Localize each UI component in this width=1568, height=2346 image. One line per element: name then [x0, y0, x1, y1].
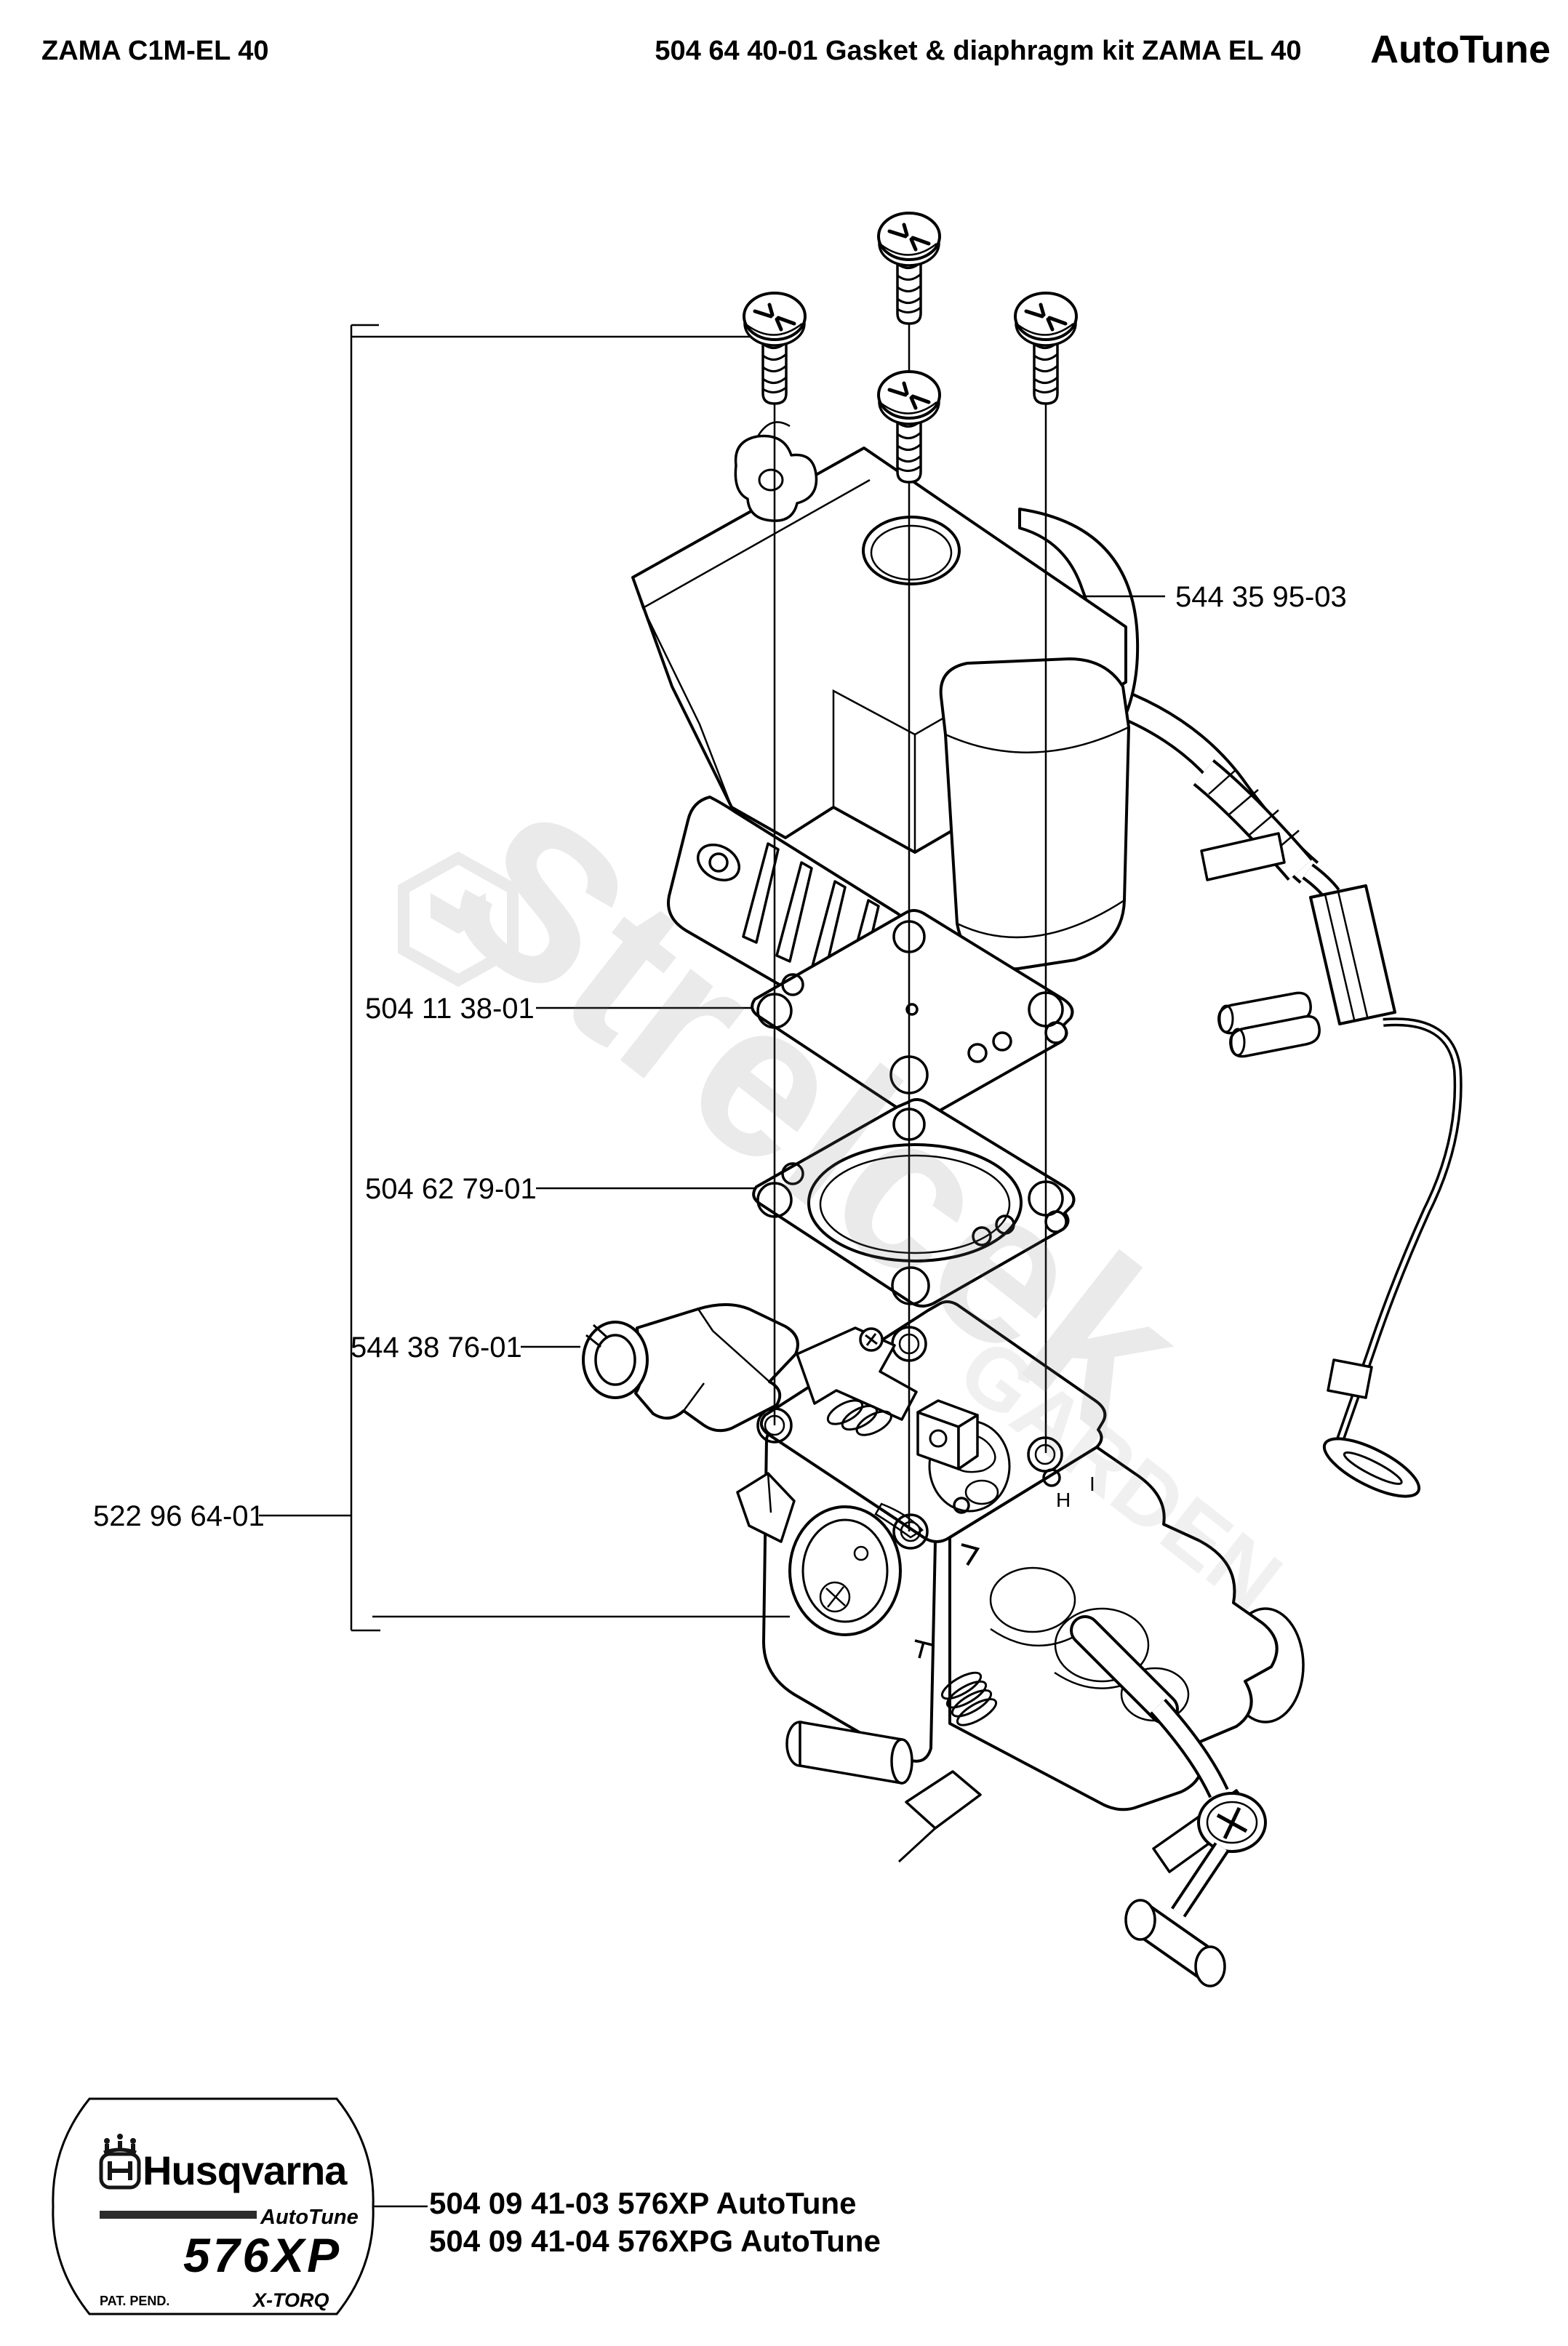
metering-lever-cluster [736, 1326, 979, 1543]
screw-axis-lines [773, 322, 1047, 1532]
header-feature: AutoTune [1370, 28, 1551, 71]
jet-mark-h: H [1056, 1489, 1071, 1511]
badge-patent: PAT. PEND. [100, 2294, 169, 2308]
body-right-mass [948, 1446, 1279, 1811]
label-clamp: 544 38 76-01 [351, 1332, 522, 1364]
screw-2 [879, 213, 940, 324]
screw-1 [744, 293, 805, 404]
bottom-spring [940, 1671, 998, 1726]
cooling-fin [742, 842, 780, 944]
label-kit-assembly: 522 96 64-01 [93, 1500, 265, 1532]
cover-eyelet [734, 434, 818, 522]
ring-terminal [1322, 1437, 1421, 1498]
wire-sleeve [1327, 1358, 1373, 1399]
husqvarna-badge: Husqvarna AutoTune 576XP PAT. PEND. X-TO… [52, 2097, 375, 2315]
badge-brand: Husqvarna [143, 2147, 348, 2193]
cover-hole [862, 516, 961, 585]
footer-variant-1: 504 09 41-03 576XP AutoTune [429, 2186, 857, 2220]
kit-bracket [350, 324, 790, 1632]
label-cover: 544 35 95-03 [1175, 581, 1347, 613]
screw-4 [1015, 293, 1076, 404]
solenoid-cylinder [939, 657, 1130, 971]
badge-divider [100, 2211, 257, 2219]
clamp-part [582, 1303, 799, 1433]
label-diaphragm-gasket: 504 11 38-01 [365, 993, 535, 1025]
label-carb-gasket: 504 62 79-01 [365, 1173, 537, 1205]
diaphragm-gasket-part [751, 909, 1074, 1120]
harness-wrap-lines [1208, 769, 1300, 856]
header-model: ZAMA C1M-EL 40 [41, 36, 268, 66]
jet-mark-i: I [1089, 1473, 1095, 1495]
badge-model: 576XP [183, 2228, 342, 2282]
badge-autotune: AutoTune [260, 2206, 359, 2229]
lever-rod-cap [1124, 1899, 1156, 1941]
lever-rod-cap [1194, 1945, 1226, 1987]
footer-variant-2: 504 09 41-04 576XPG AutoTune [429, 2224, 881, 2258]
badge-engine: X-TORQ [252, 2289, 329, 2311]
watermark-logo-arrow [431, 893, 486, 934]
bottom-fork [905, 1770, 982, 1830]
husqvarna-crown-icon [99, 2134, 141, 2190]
watermark-logo-icon [398, 851, 519, 988]
header-kit-title: 504 64 40-01 Gasket & diaphragm kit ZAMA… [655, 36, 1301, 66]
harness-flag-tab [1200, 832, 1286, 881]
carb-gasket-part [752, 1098, 1076, 1308]
cooling-fin [775, 861, 813, 963]
carburetor-body: H I [736, 1300, 1305, 1987]
venturi-bore [788, 1505, 902, 1636]
leader-lines [259, 595, 1165, 2208]
